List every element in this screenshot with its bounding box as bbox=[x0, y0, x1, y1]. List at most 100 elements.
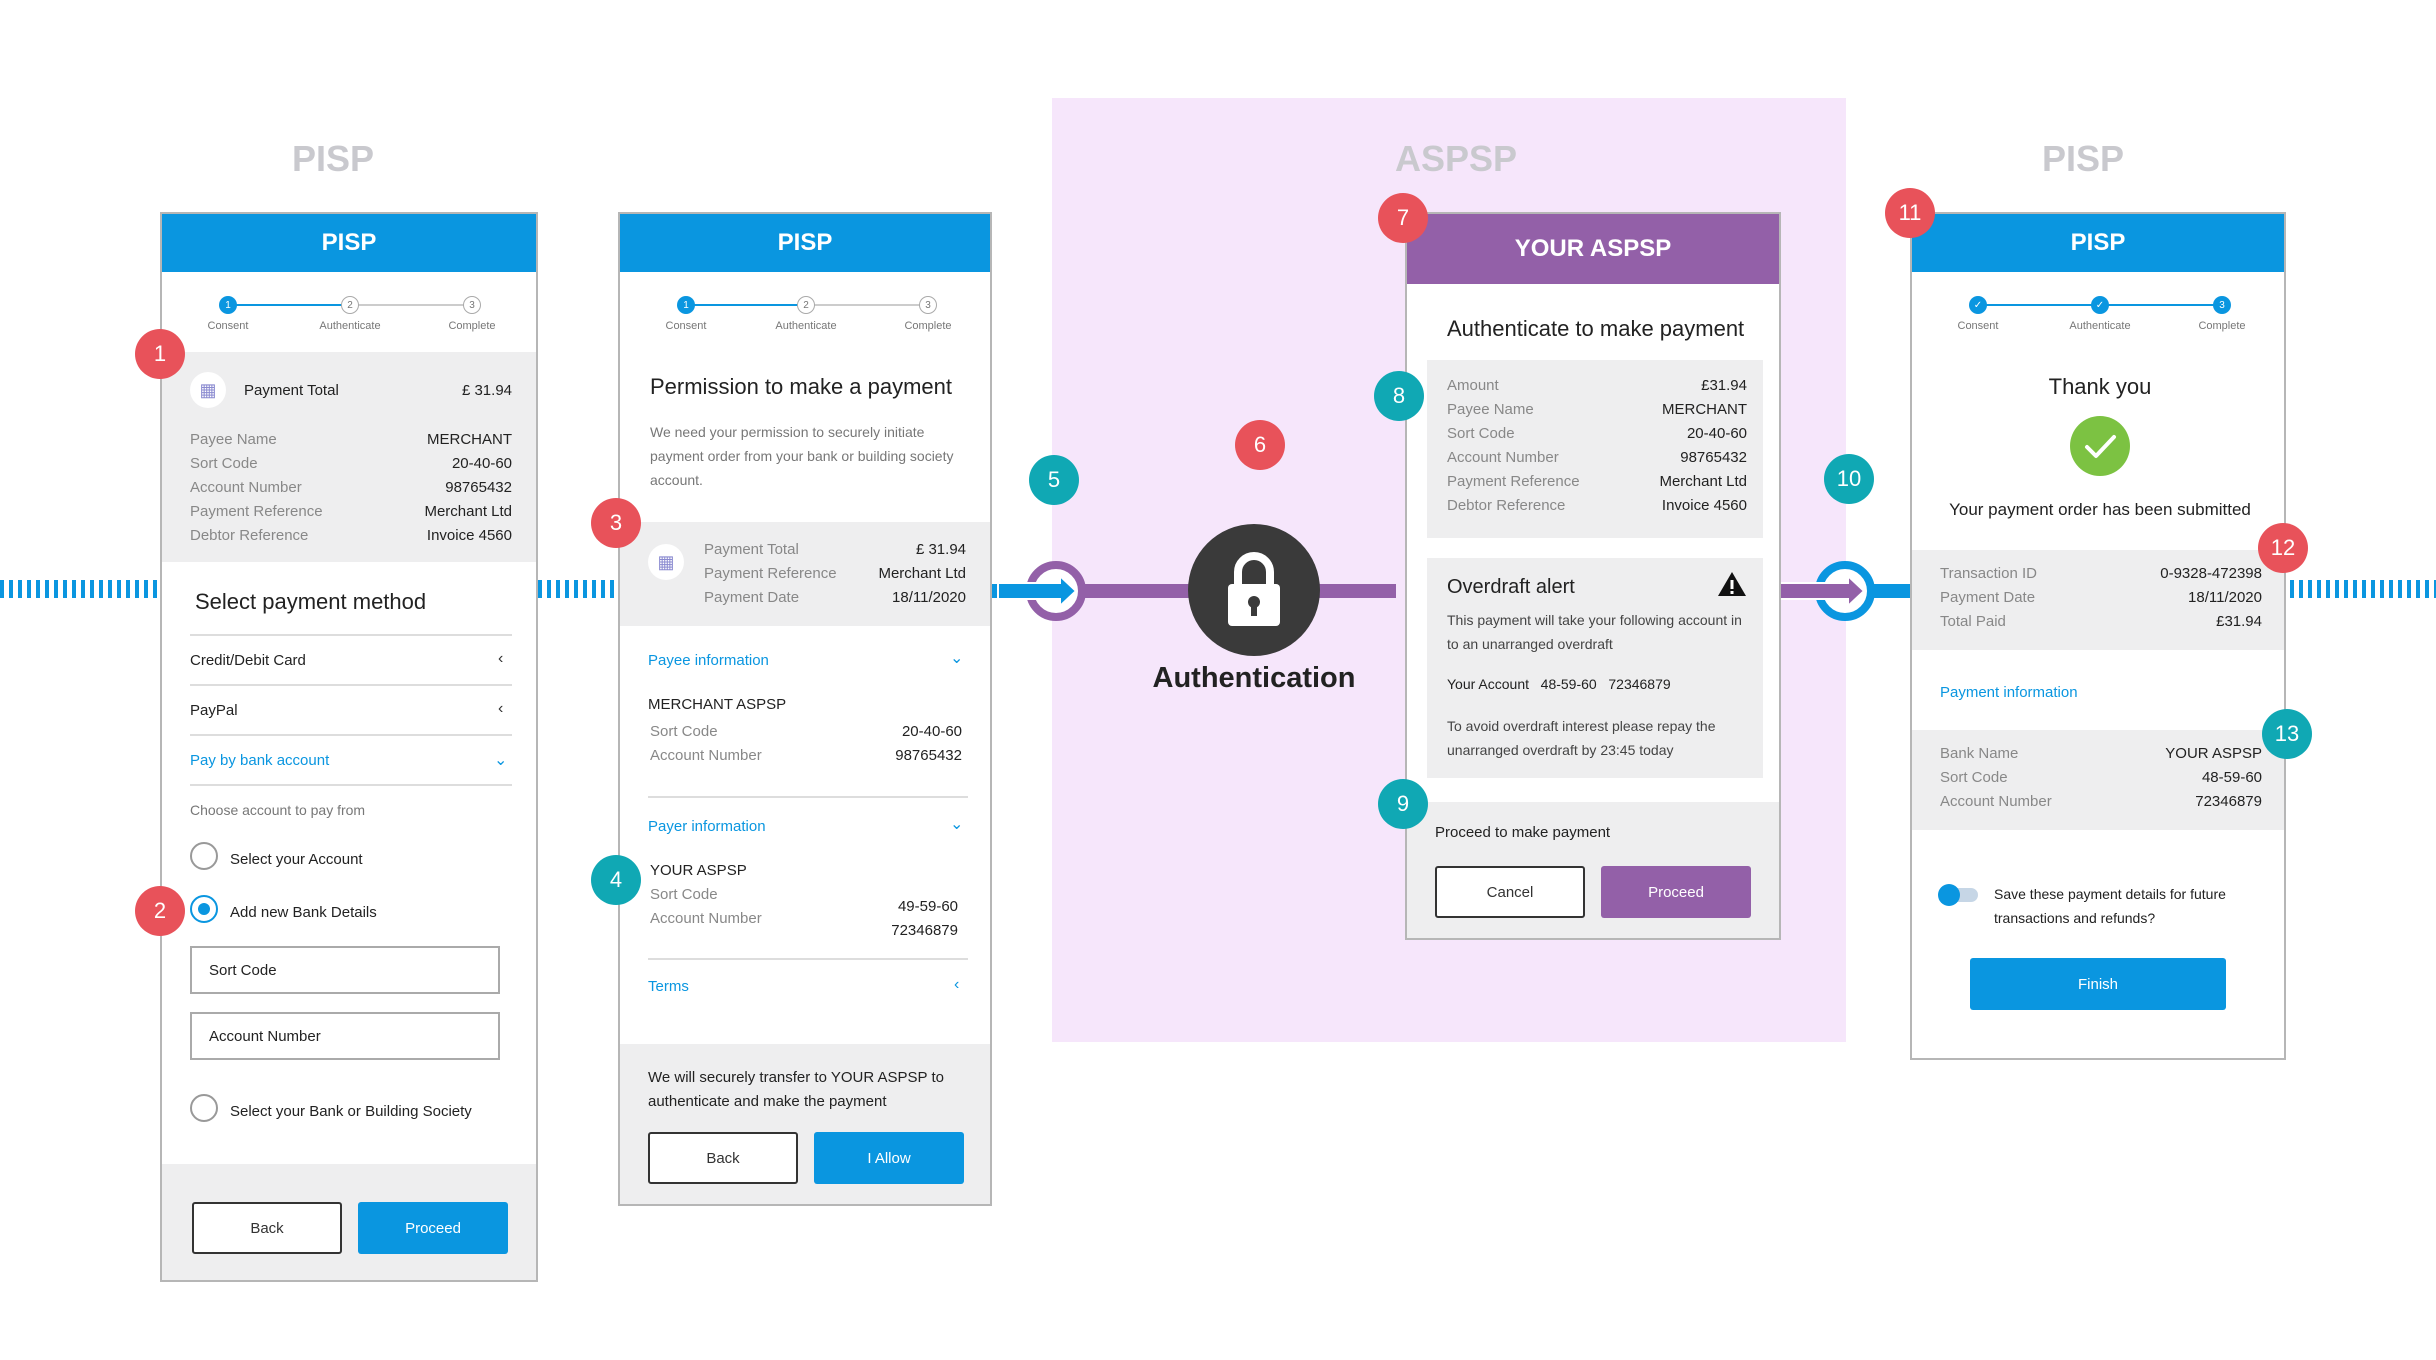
authenticate-title: Authenticate to make payment bbox=[1447, 316, 1745, 341]
detail-row: Sort Code 20-40-60 bbox=[190, 452, 512, 476]
summary-row-value: £ 31.94 bbox=[915, 541, 966, 558]
payee-row: Sort Code 20-40-60 bbox=[650, 720, 962, 744]
step-label-complete: Complete bbox=[2198, 320, 2246, 332]
finish-button[interactable]: Finish bbox=[1970, 958, 2226, 1010]
proceed-button[interactable]: Proceed bbox=[1601, 866, 1751, 918]
payee-row-label: Sort Code bbox=[650, 723, 718, 740]
overdraft-account: Your Account 48-59-60 72346879 bbox=[1447, 676, 1671, 692]
back-button[interactable]: Back bbox=[648, 1132, 798, 1184]
stepper: 1 2 3 Consent Authenticate Complete bbox=[162, 296, 536, 336]
proceed-button[interactable]: Proceed bbox=[358, 1202, 508, 1254]
terms-link[interactable]: Terms bbox=[648, 978, 689, 995]
method-card[interactable]: Credit/Debit Card bbox=[190, 652, 306, 669]
summary-row-label: Payment Date bbox=[704, 589, 800, 606]
detail-row-value: MERCHANT bbox=[1662, 401, 1747, 418]
choose-account-label: Choose account to pay from bbox=[190, 802, 366, 818]
bank-row-value: YOUR ASPSP bbox=[2165, 745, 2262, 762]
allow-button[interactable]: I Allow bbox=[814, 1132, 964, 1184]
summary-row-value: 18/11/2020 bbox=[2188, 589, 2262, 606]
method-bank-account[interactable]: Pay by bank account bbox=[190, 752, 330, 769]
summary-row-value: 18/11/2020 bbox=[892, 589, 966, 606]
detail-row-value: Invoice 4560 bbox=[426, 527, 512, 544]
screen2-header: PISP bbox=[620, 214, 990, 272]
chevron-down-icon[interactable]: ⌄ bbox=[494, 752, 508, 769]
step-badge-2: 2 bbox=[135, 886, 185, 936]
payment-total-label: Payment Total bbox=[244, 382, 339, 399]
step-badge-9: 9 bbox=[1378, 779, 1428, 829]
back-button[interactable]: Back bbox=[192, 1202, 342, 1254]
permission-intro: We need your permission to securely init… bbox=[650, 424, 954, 488]
payee-info-toggle[interactable]: Payee information bbox=[648, 652, 769, 669]
cancel-button[interactable]: Cancel bbox=[1435, 866, 1585, 918]
screen-pisp-select-method: PISP 1 2 3 Consent Authenticate Complete… bbox=[160, 212, 538, 1282]
detail-row-label: Amount bbox=[1447, 377, 1499, 394]
summary-row-value: 0-9328-472398 bbox=[2160, 565, 2262, 582]
step-dot-2: 2 bbox=[797, 296, 815, 314]
step-badge-3: 3 bbox=[591, 498, 641, 548]
payee-row-value: 20-40-60 bbox=[901, 723, 962, 740]
grid-icon: ▦ bbox=[648, 544, 684, 580]
detail-row: Payee Name MERCHANT bbox=[1447, 398, 1747, 422]
detail-row-label: Sort Code bbox=[190, 455, 258, 472]
step-label-complete: Complete bbox=[448, 320, 496, 332]
radio-select-bank[interactable] bbox=[190, 1094, 218, 1122]
overdraft-alert-text: This payment will take your following ac… bbox=[1447, 612, 1742, 652]
dashed-connector-left bbox=[0, 580, 160, 598]
chevron-left-icon[interactable]: ‹ bbox=[498, 650, 504, 667]
section-title-aspsp: ASPSP bbox=[1394, 138, 1518, 179]
payer-info-toggle[interactable]: Payer information bbox=[648, 818, 766, 835]
payer-name: YOUR ASPSP bbox=[650, 862, 747, 879]
summary-row-label: Payment Total bbox=[704, 541, 799, 558]
radio-select-account[interactable] bbox=[190, 842, 218, 870]
method-paypal[interactable]: PayPal bbox=[190, 702, 238, 719]
detail-row-value: 98765432 bbox=[1680, 449, 1747, 466]
summary-row-label: Total Paid bbox=[1940, 613, 2006, 630]
arrow-right-purple-icon bbox=[1779, 573, 1866, 609]
save-toggle[interactable] bbox=[1938, 884, 1978, 906]
summary-row: Payment Date 18/11/2020 bbox=[704, 586, 966, 610]
detail-row-value: 20-40-60 bbox=[451, 455, 512, 472]
account-number-input[interactable]: Account Number bbox=[190, 1012, 500, 1060]
detail-row-label: Debtor Reference bbox=[1447, 497, 1566, 514]
step-label-complete: Complete bbox=[904, 320, 952, 332]
chevron-left-icon[interactable]: ‹ bbox=[498, 700, 504, 717]
step-badge-11: 11 bbox=[1885, 188, 1935, 238]
step-dot-3: 3 bbox=[2213, 296, 2231, 314]
step-label-consent: Consent bbox=[665, 320, 707, 332]
step-dot-3: 3 bbox=[463, 296, 481, 314]
payee-row: Account Number 98765432 bbox=[650, 744, 962, 768]
detail-row-label: Account Number bbox=[190, 479, 302, 496]
step-badge-1: 1 bbox=[135, 329, 185, 379]
detail-row-label: Payee Name bbox=[1447, 401, 1534, 418]
save-details-text: Save these payment details for future tr… bbox=[1994, 886, 2226, 926]
warning-icon bbox=[1718, 572, 1746, 596]
radio-add-bank[interactable] bbox=[190, 895, 218, 923]
stepper: 1 2 3 Consent Authenticate Complete bbox=[620, 296, 990, 336]
overdraft-alert-title: Overdraft alert bbox=[1447, 576, 1575, 598]
payment-info-link[interactable]: Payment information bbox=[1940, 684, 2078, 701]
chevron-left-icon[interactable]: ‹ bbox=[954, 976, 960, 993]
chevron-down-icon[interactable]: ⌄ bbox=[950, 650, 964, 667]
payee-row-value: 98765432 bbox=[895, 747, 962, 764]
option-select-bank: Select your Bank or Building Society bbox=[230, 1103, 472, 1120]
chevron-down-icon[interactable]: ⌄ bbox=[950, 816, 964, 833]
summary-row-value: £31.94 bbox=[2216, 613, 2262, 630]
summary-row: Total Paid £31.94 bbox=[1940, 610, 2262, 634]
select-method-title: Select payment method bbox=[195, 589, 427, 614]
detail-row-value: 20-40-60 bbox=[1686, 425, 1747, 442]
sort-code-input[interactable]: Sort Code bbox=[190, 946, 500, 994]
payee-row-label: Account Number bbox=[650, 747, 762, 764]
